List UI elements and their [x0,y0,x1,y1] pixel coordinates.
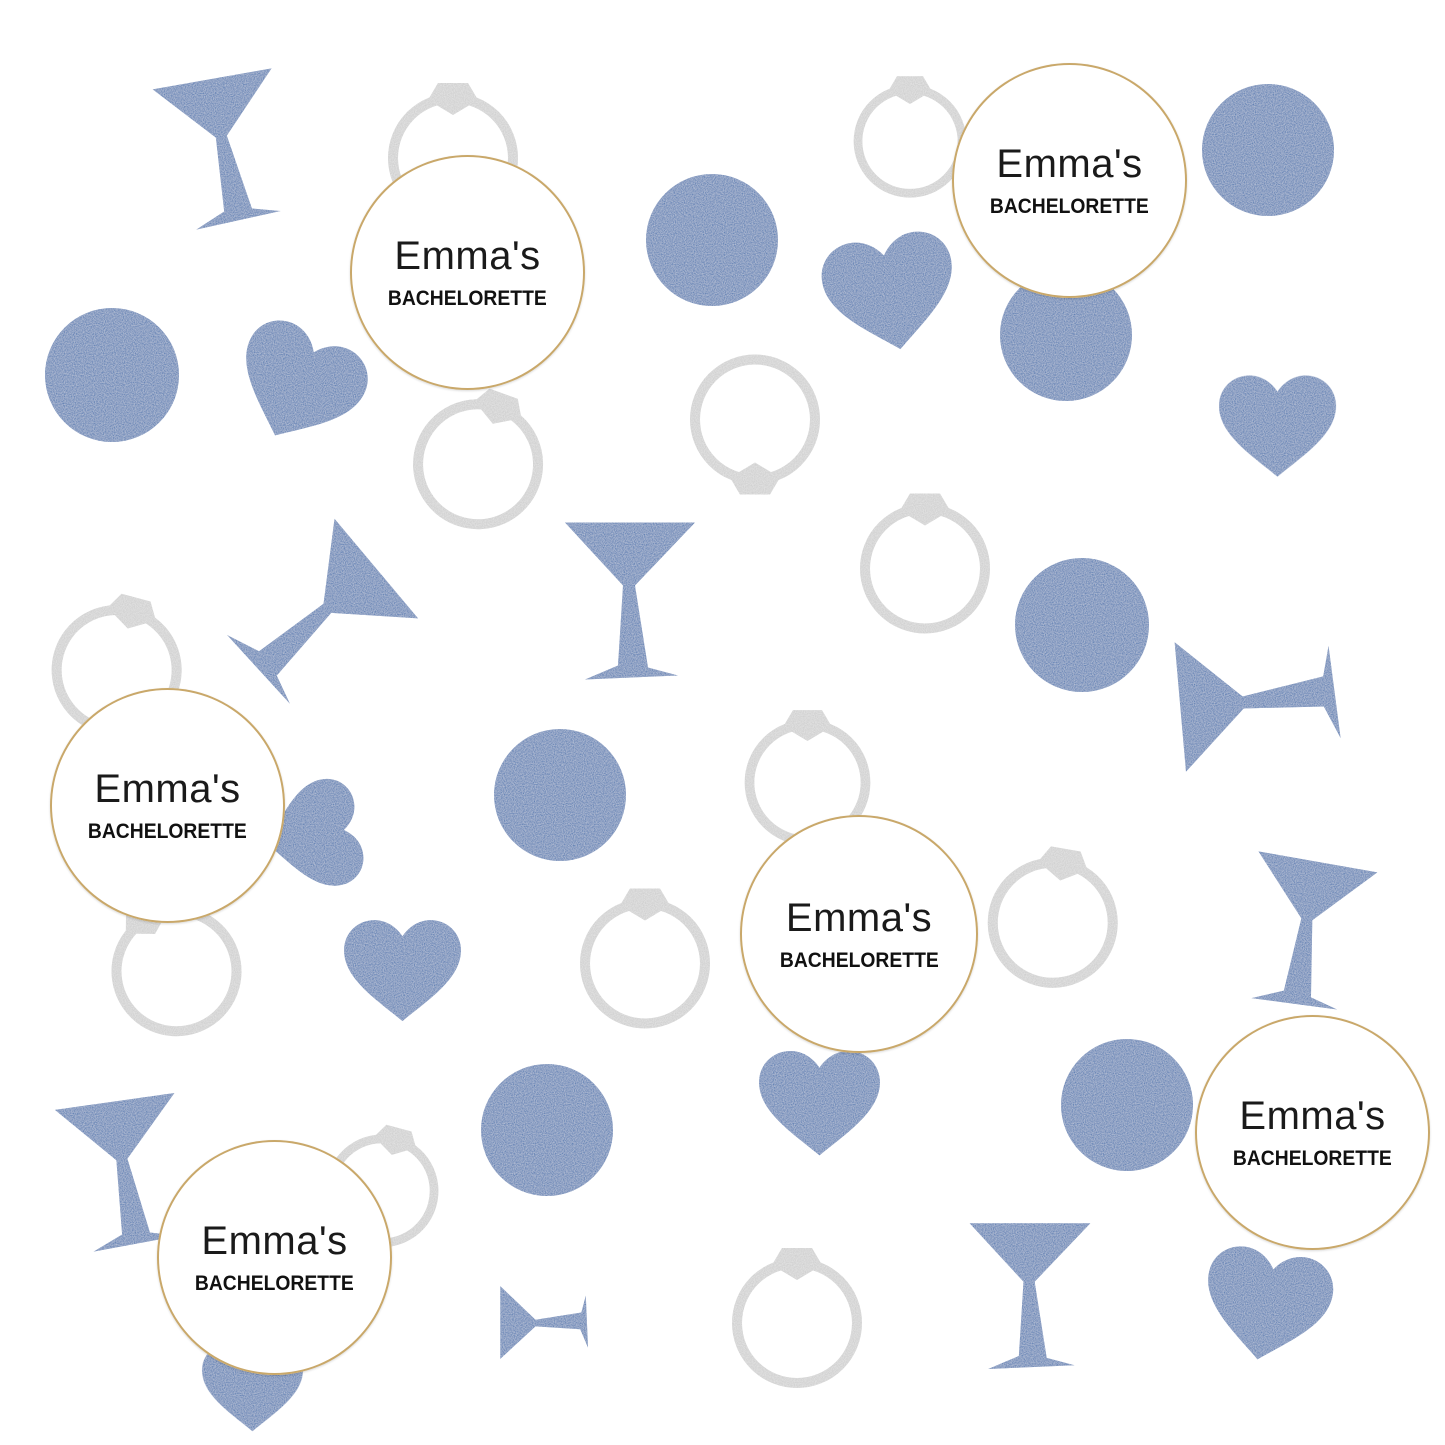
martini-glass-icon [1233,851,1378,1016]
tag-name-text: Emma's [201,1219,348,1263]
glitter-circle [1000,269,1132,401]
glitter-heart [1195,1241,1339,1371]
martini-glass-icon [565,522,695,680]
martini-glass-icon [1174,628,1343,772]
martini-glass-icon [152,68,297,233]
glitter-circle [1061,1039,1193,1171]
tag-name-text: Emma's [785,895,933,940]
tag-event-text: BACHELORETTE [88,820,247,843]
tag-event-text: BACHELORETTE [388,287,547,310]
tag-event-text: BACHELORETTE [195,1272,354,1295]
martini-glass-icon [969,1223,1091,1369]
diamond-ring-icon [737,1248,857,1383]
glitter-circle [45,308,179,442]
diamond-ring-icon [983,839,1125,993]
glitter-circle [481,1064,613,1196]
tag-name-text: Emma's [394,234,541,278]
diamond-ring-icon [401,373,560,541]
martini-glass-icon [214,518,419,720]
glitter-heart [816,226,965,361]
glitter-circle [1202,84,1334,216]
glitter-heart [759,1050,880,1156]
tag-name-text: Emma's [996,142,1143,186]
glitter-circle [1015,558,1149,692]
tag-name-text: Emma's [94,767,241,811]
martini-glass-icon [500,1286,589,1359]
tag-name-text: Emma's [1239,1094,1386,1138]
tag-event-text: BACHELORETTE [1233,1147,1392,1170]
diamond-ring-icon [858,76,962,193]
glitter-heart [217,309,379,463]
tag-event-text: BACHELORETTE [990,195,1149,218]
diamond-ring-icon [585,889,705,1024]
glitter-circle [494,729,626,861]
tag-event-text: BACHELORETTE [779,948,939,972]
glitter-heart [344,920,461,1022]
glitter-heart [1219,375,1336,477]
diamond-ring-icon [695,360,815,495]
diamond-ring-icon [865,494,985,629]
glitter-circle [646,174,778,306]
